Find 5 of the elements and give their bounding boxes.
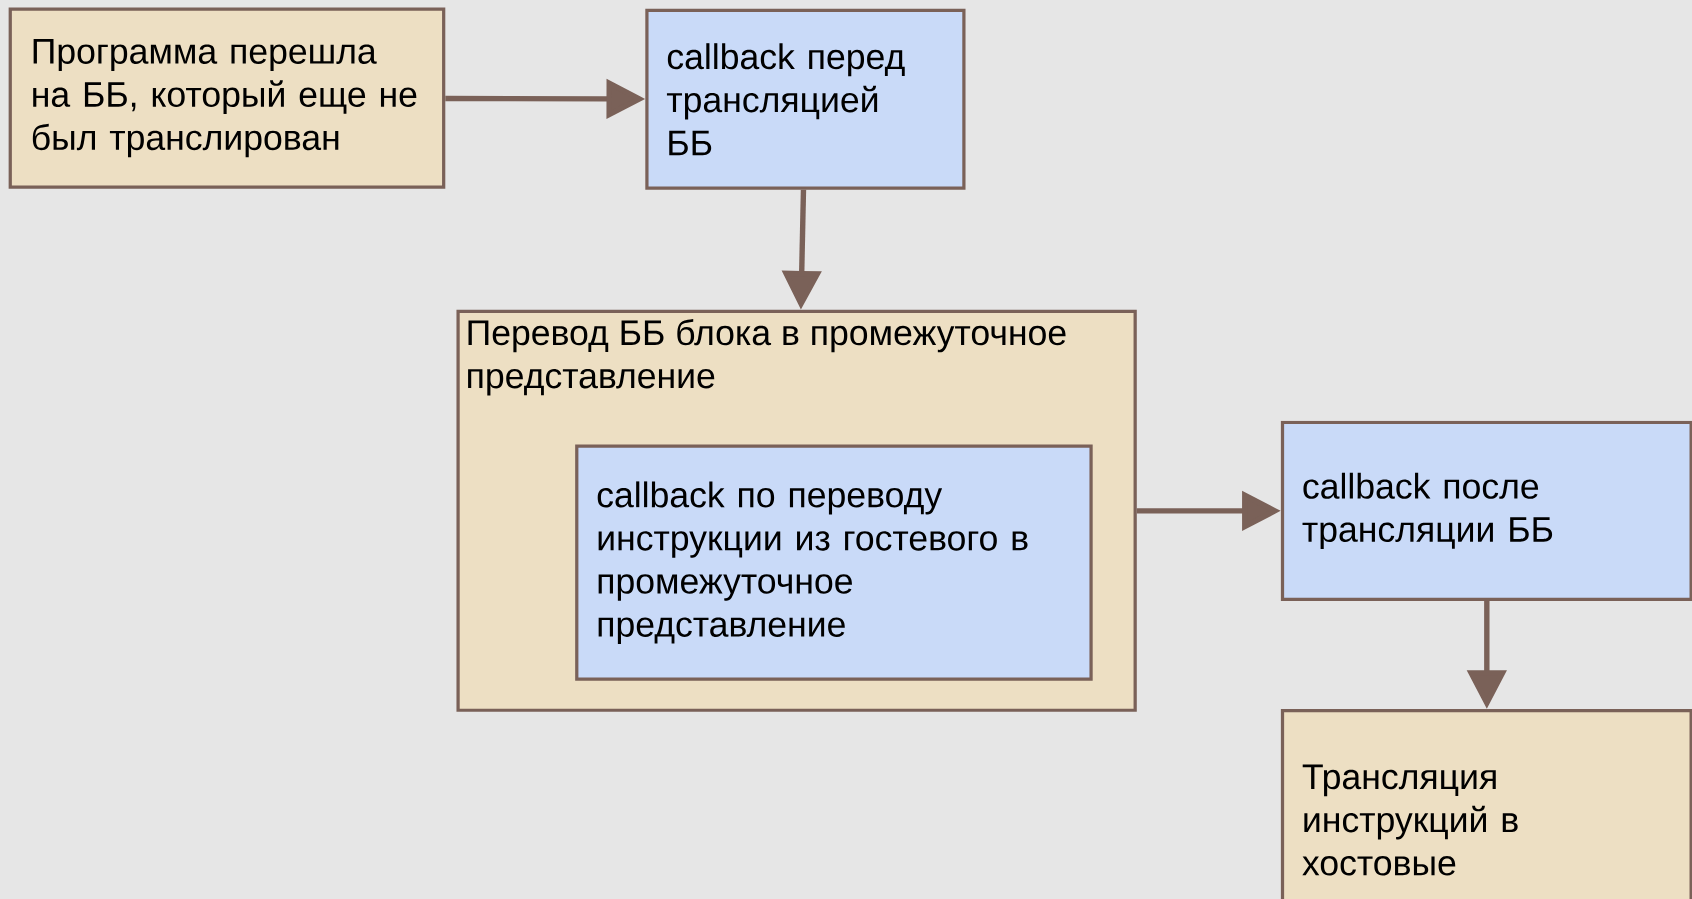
process-box: Программа перешла на ББ, который еще не был транслирован xyxy=(8,7,446,189)
process-box: callback после трансляции ББ xyxy=(1280,420,1692,601)
process-box: Трансляция инструкций в хостовые xyxy=(1280,709,1692,899)
nested-box: callback по переводу инструкции из гостевого в промежуточное представление xyxy=(575,444,1093,681)
process-box: callback перед трансляцией ББ xyxy=(645,8,966,190)
